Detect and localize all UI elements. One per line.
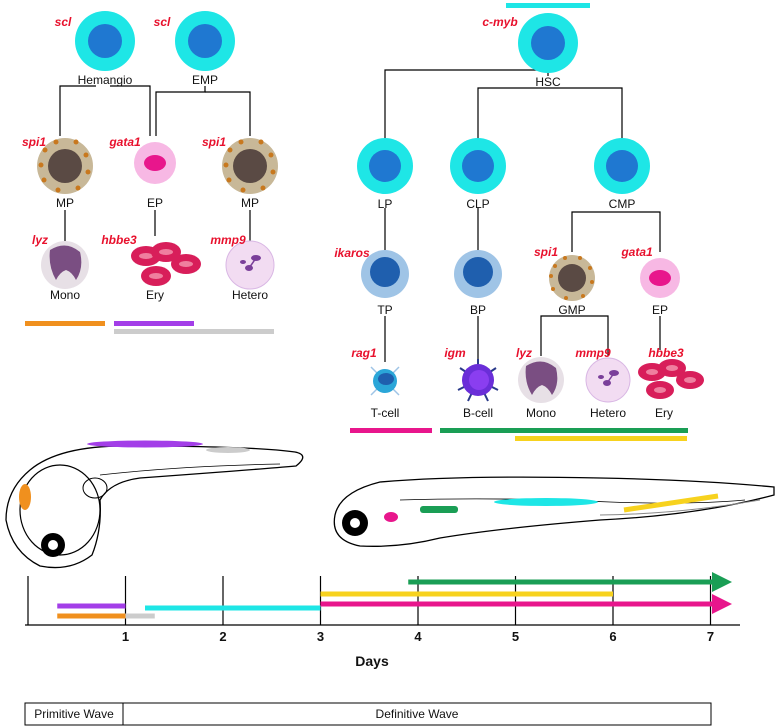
- tick-label: 4: [414, 629, 422, 644]
- gmp-cell: [549, 255, 595, 301]
- gene-label: spi1: [22, 135, 46, 149]
- tree-line: [530, 87, 623, 142]
- cell-label: B-cell: [463, 406, 493, 420]
- tick-label: 2: [219, 629, 226, 644]
- cell-label: EP: [652, 303, 668, 317]
- tick-label: 6: [609, 629, 616, 644]
- tree-line: [205, 91, 251, 136]
- wave-box-frame: [24, 702, 712, 726]
- gene-label: ikaros: [334, 246, 370, 260]
- gene-label: spi1: [202, 135, 226, 149]
- heterophil-cell: [585, 357, 631, 403]
- gene-label: hbbe3: [648, 346, 684, 360]
- gene-label: gata1: [108, 135, 141, 149]
- cell-label: Mono: [50, 288, 80, 302]
- primitive-lineage-tree: scl Hemangio scl EMP spi1 MP gata1 EP: [22, 11, 278, 334]
- cell-label: TP: [377, 303, 392, 317]
- erythrocytes: [131, 242, 201, 286]
- yellow-lineage-bar: [515, 436, 687, 441]
- erythroid-progenitor-cell: [640, 258, 680, 298]
- definitive-lineage-tree: c-myb HSC LP CLP CMP ikaros TP: [334, 3, 704, 441]
- monocyte-cell: [518, 357, 564, 403]
- gene-label: mmp9: [210, 233, 246, 247]
- cell-label: CMP: [609, 197, 636, 211]
- cell-label: Hetero: [232, 288, 268, 302]
- hsc-cyan-bar: [506, 3, 590, 8]
- green-lineage-bar: [440, 428, 688, 433]
- lymphoid-progenitor-cell: [357, 138, 413, 194]
- cell-label: Hemangio: [78, 73, 133, 87]
- common-myeloid-progenitor-cell: [594, 138, 650, 194]
- cell-label: HSC: [535, 75, 561, 89]
- gene-label: mmp9: [575, 346, 611, 360]
- gene-label: lyz: [516, 346, 532, 360]
- tick-label: 1: [122, 629, 129, 644]
- embryo-early: [5, 440, 304, 569]
- hsc-cell: [518, 13, 578, 73]
- erythrocytes: [638, 359, 704, 399]
- gene-label: scl: [154, 15, 171, 29]
- monocyte-cell: [41, 241, 89, 289]
- cell-label: GMP: [558, 303, 585, 317]
- tree-line: [571, 211, 622, 252]
- gene-label: c-myb: [482, 15, 517, 29]
- cell-label: Ery: [655, 406, 673, 420]
- tree-line: [572, 315, 609, 356]
- tick-labels: 1 2 3 4 5 6 7: [122, 629, 714, 644]
- macrophage-progenitor-cell: [37, 138, 93, 194]
- magenta-lineage-bar: [350, 428, 432, 433]
- tree-line: [540, 315, 572, 356]
- timeline-chart: 1 2 3 4 5 6 7 Days: [25, 572, 740, 669]
- tick-label: 3: [317, 629, 324, 644]
- cell-label: Mono: [526, 406, 556, 420]
- tree-line: [622, 211, 661, 252]
- cell-label: EP: [147, 196, 163, 210]
- cell-label: MP: [241, 196, 259, 210]
- timeline-bars: [57, 572, 732, 619]
- cell-label: Hetero: [590, 406, 626, 420]
- tick-label: 7: [707, 629, 714, 644]
- t-cell: [370, 366, 400, 396]
- emp-cell: [175, 11, 235, 71]
- cell-label: EMP: [192, 73, 218, 87]
- embryo-larva: [333, 476, 775, 547]
- b-cell: [457, 359, 499, 402]
- tree-line: [110, 85, 151, 136]
- cell-label: CLP: [466, 197, 489, 211]
- gene-label: hbbe3: [101, 233, 137, 247]
- tree-line: [477, 87, 530, 142]
- heterophil-cell: [225, 240, 275, 290]
- tree-line: [155, 86, 206, 136]
- b-progenitor-cell: [454, 250, 502, 298]
- gene-label: gata1: [620, 245, 653, 259]
- cell-label: T-cell: [371, 406, 400, 420]
- common-lymphoid-progenitor-cell: [450, 138, 506, 194]
- hemangio-cell: [75, 11, 135, 71]
- cell-label: BP: [470, 303, 486, 317]
- tree-line: [384, 69, 548, 142]
- cell-label: Ery: [146, 288, 164, 302]
- primitive-wave-label: Primitive Wave: [34, 707, 114, 721]
- t-progenitor-cell: [361, 250, 409, 298]
- x-axis-title: Days: [355, 653, 389, 669]
- wave-box: Primitive Wave Definitive Wave: [24, 702, 712, 726]
- orange-lineage-bar: [25, 321, 105, 326]
- tick-label: 5: [512, 629, 519, 644]
- erythroid-progenitor-cell: [134, 142, 176, 184]
- purple-lineage-bar: [114, 321, 194, 326]
- gene-label: spi1: [534, 245, 558, 259]
- cell-label: MP: [56, 196, 74, 210]
- gene-label: rag1: [351, 346, 377, 360]
- gene-label: scl: [55, 15, 72, 29]
- tree-line: [59, 85, 96, 136]
- gene-label: lyz: [32, 233, 48, 247]
- macrophage-progenitor-cell: [222, 138, 278, 194]
- gray-lineage-bar: [114, 329, 274, 334]
- gene-label: igm: [444, 346, 466, 360]
- cell-label: LP: [378, 197, 393, 211]
- definitive-wave-label: Definitive Wave: [376, 707, 459, 721]
